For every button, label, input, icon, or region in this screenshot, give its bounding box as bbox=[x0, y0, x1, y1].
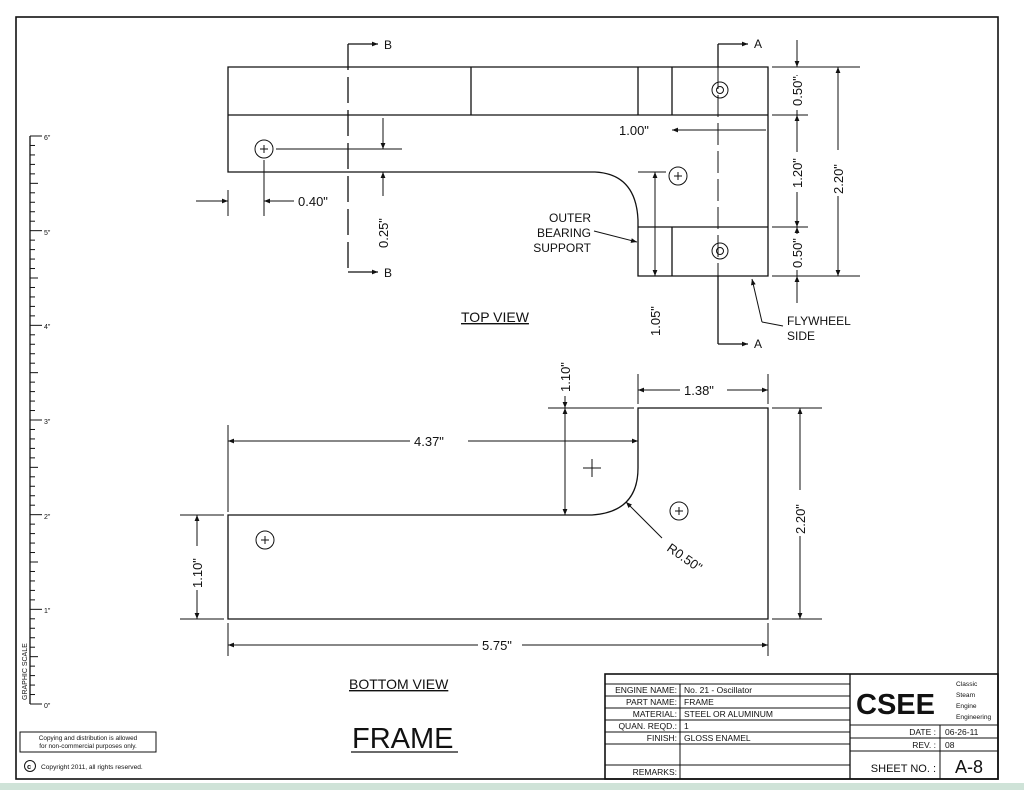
hole-top-right bbox=[711, 81, 729, 99]
dim-top-flange: 0.50" bbox=[790, 76, 805, 106]
svg-text:for non-commercial purposes on: for non-commercial purposes only. bbox=[39, 743, 137, 750]
tb-date-label: DATE : bbox=[909, 727, 936, 737]
scale-tick-1: 1" bbox=[44, 608, 51, 615]
dim-overall-height-bottom: 2.20" bbox=[793, 504, 808, 534]
hole-bottom-right-view bbox=[669, 501, 689, 521]
svg-text:Copying and distribution is al: Copying and distribution is allowed bbox=[39, 735, 138, 742]
dim-hole-offset: 0.40" bbox=[298, 194, 328, 209]
dim-head-width: 1.38" bbox=[684, 383, 714, 398]
svg-text:Steam: Steam bbox=[956, 692, 976, 699]
svg-text:FLYWHEEL: FLYWHEEL bbox=[787, 314, 851, 328]
hole-support bbox=[668, 166, 688, 186]
scale-tick-3: 3" bbox=[44, 419, 51, 426]
hole-bottom-right bbox=[711, 242, 729, 260]
svg-text:c: c bbox=[27, 762, 31, 771]
tb-sheet-label: SHEET NO. : bbox=[871, 763, 936, 775]
tb-engine-name-value: No. 21 - Oscillator bbox=[684, 685, 752, 695]
dim-support-height: 1.05" bbox=[648, 306, 663, 336]
svg-text:Classic: Classic bbox=[956, 681, 978, 688]
tb-material-label: MATERIAL: bbox=[633, 709, 677, 719]
tb-quantity-label: QUAN. REQD.: bbox=[618, 721, 677, 731]
top-view-label: TOP VIEW bbox=[461, 309, 530, 325]
section-a-label-bottom: A bbox=[754, 337, 762, 351]
hole-bottom-left bbox=[255, 530, 275, 550]
svg-text:OUTER: OUTER bbox=[549, 211, 591, 225]
dim-overall-length: 5.75" bbox=[482, 638, 512, 653]
tb-quantity-value: 1 bbox=[684, 721, 689, 731]
tb-material-value: STEEL OR ALUMINUM bbox=[684, 709, 773, 719]
dim-step-height: 1.10" bbox=[558, 362, 573, 392]
title-block: ENGINE NAME: No. 21 - Oscillator PART NA… bbox=[604, 673, 999, 780]
svg-text:SUPPORT: SUPPORT bbox=[533, 241, 591, 255]
section-a-label-top: A bbox=[754, 37, 762, 51]
dim-overall-height: 2.20" bbox=[831, 164, 846, 194]
copyright: c Copyright 2011, all rights reserved. bbox=[24, 760, 143, 772]
top-view-outline bbox=[227, 66, 769, 277]
scale-label: GRAPHIC SCALE bbox=[22, 643, 29, 700]
scale-tick-4: 4" bbox=[44, 324, 51, 331]
bottom-view-outline bbox=[227, 407, 769, 620]
section-line-b: B B bbox=[347, 38, 392, 280]
top-view: B B A A 0.50" 1.20" 0.50" 2.20" bbox=[196, 37, 860, 351]
scale-tick-6: 6" bbox=[44, 135, 51, 142]
dim-bottom-flange: 0.50" bbox=[790, 238, 805, 268]
svg-text:BEARING: BEARING bbox=[537, 226, 591, 240]
dim-hole-depth: 0.25" bbox=[376, 218, 391, 248]
dim-radius: R0.50" bbox=[664, 540, 705, 575]
hole-arm bbox=[254, 139, 274, 159]
svg-text:Engine: Engine bbox=[956, 703, 977, 710]
tb-rev-label: REV. : bbox=[912, 740, 936, 750]
drawing-title: FRAME bbox=[352, 723, 454, 755]
tb-finish-value: GLOSS ENAMEL bbox=[684, 733, 751, 743]
svg-text:Engineering: Engineering bbox=[956, 714, 992, 721]
bottom-view-label: BOTTOM VIEW bbox=[349, 676, 449, 692]
tb-remarks-label: REMARKS: bbox=[633, 767, 677, 777]
svg-text:SIDE: SIDE bbox=[787, 329, 815, 343]
dim-base-height: 1.10" bbox=[190, 558, 205, 588]
svg-text:Copyright 2011, all rights res: Copyright 2011, all rights reserved. bbox=[41, 764, 143, 771]
dim-arm-width: 1.00" bbox=[619, 123, 649, 138]
tb-engine-name-label: ENGINE NAME: bbox=[615, 685, 677, 695]
section-line-a: A A bbox=[717, 37, 762, 351]
bottom-view: 4.37" 1.10" 1.38" 2.20" 1.10" 5.75" bbox=[180, 352, 822, 692]
note-outer-bearing-support: OUTER BEARING SUPPORT bbox=[533, 211, 638, 255]
radius-center-mark bbox=[583, 459, 601, 477]
scale-tick-5: 5" bbox=[44, 230, 51, 237]
scale-tick-0: 0" bbox=[44, 703, 51, 710]
tb-sheet-value: A-8 bbox=[955, 757, 983, 777]
tb-rev-value: 08 bbox=[945, 740, 955, 750]
section-b-label-top: B bbox=[384, 38, 392, 52]
sheet-border bbox=[15, 16, 999, 780]
scale-tick-2: 2" bbox=[44, 514, 51, 521]
tb-date-value: 06-26-11 bbox=[945, 727, 979, 737]
copyright-icon bbox=[24, 760, 36, 772]
distribution-notice: Copying and distribution is allowed for … bbox=[19, 731, 157, 753]
note-flywheel-side: FLYWHEEL SIDE bbox=[751, 278, 851, 343]
tb-finish-label: FINISH: bbox=[647, 733, 677, 743]
tb-part-name-value: FRAME bbox=[684, 697, 714, 707]
dim-middle: 1.20" bbox=[790, 158, 805, 188]
dim-arm-length: 4.37" bbox=[414, 434, 444, 449]
section-b-label-bottom: B bbox=[384, 266, 392, 280]
graphic-scale: 6" 5" 4" 3" 2" 1" 0" GRAPHIC SCALE bbox=[22, 135, 51, 710]
csee-logo: CSEE bbox=[856, 689, 935, 721]
tb-part-name-label: PART NAME: bbox=[626, 697, 677, 707]
scan-edge-strip bbox=[0, 783, 1024, 790]
csee-logo-words: Classic Steam Engine Engineering bbox=[956, 681, 992, 721]
